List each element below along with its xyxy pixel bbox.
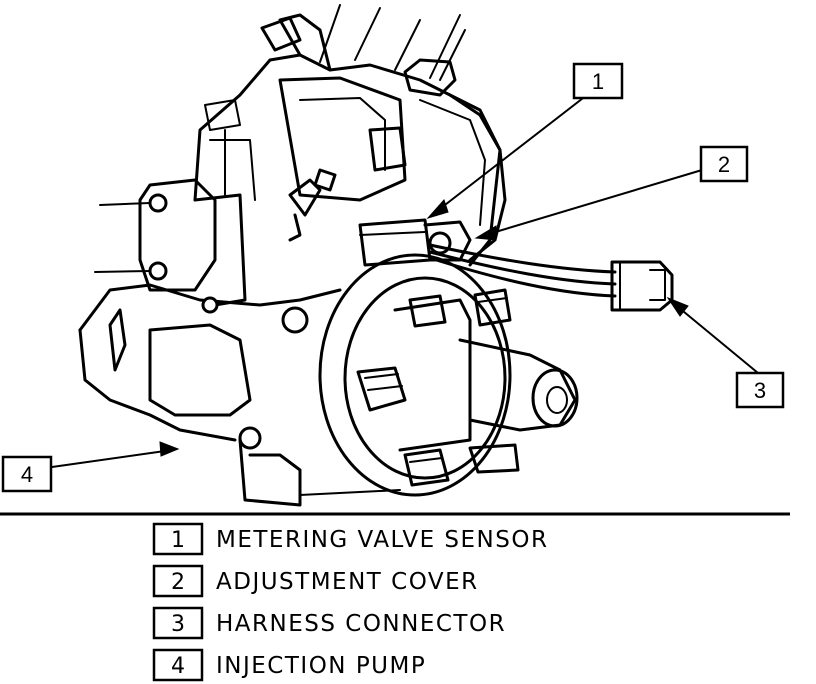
legend-item-3-number: 3: [171, 612, 185, 637]
legend-item-2: 2 ADJUSTMENT COVER: [152, 564, 479, 598]
arrowhead-1: [426, 199, 449, 219]
leader-lines: [51, 94, 759, 468]
callout-2-number: 2: [718, 152, 730, 177]
legend-item-2-number: 2: [171, 570, 185, 595]
callout-4: 4: [1, 455, 53, 493]
callout-3: 3: [735, 371, 785, 409]
arrowhead-2: [474, 225, 497, 241]
legend-item-3-label: HARNESS CONNECTOR: [216, 611, 506, 637]
legend-item-4-label: INJECTION PUMP: [216, 653, 426, 679]
callout-1-number: 1: [592, 69, 604, 94]
legend-item-2-label: ADJUSTMENT COVER: [216, 569, 479, 595]
callout-1: 1: [572, 62, 624, 100]
arrowhead-3: [666, 296, 689, 317]
arrowhead-4: [159, 441, 180, 457]
legend: 1 METERING VALVE SENSOR 2 ADJUSTMENT COV…: [152, 522, 548, 682]
callout-2: 2: [699, 145, 749, 183]
pump-illustration: [78, 4, 674, 507]
callout-3-number: 3: [754, 378, 766, 403]
callout-4-number: 4: [21, 462, 33, 487]
legend-item-4-number: 4: [171, 654, 185, 679]
legend-item-1-number: 1: [171, 528, 185, 553]
legend-item-3: 3 HARNESS CONNECTOR: [152, 606, 506, 640]
legend-item-4: 4 INJECTION PUMP: [152, 648, 426, 682]
legend-item-1: 1 METERING VALVE SENSOR: [152, 522, 548, 556]
legend-item-1-label: METERING VALVE SENSOR: [216, 527, 548, 553]
